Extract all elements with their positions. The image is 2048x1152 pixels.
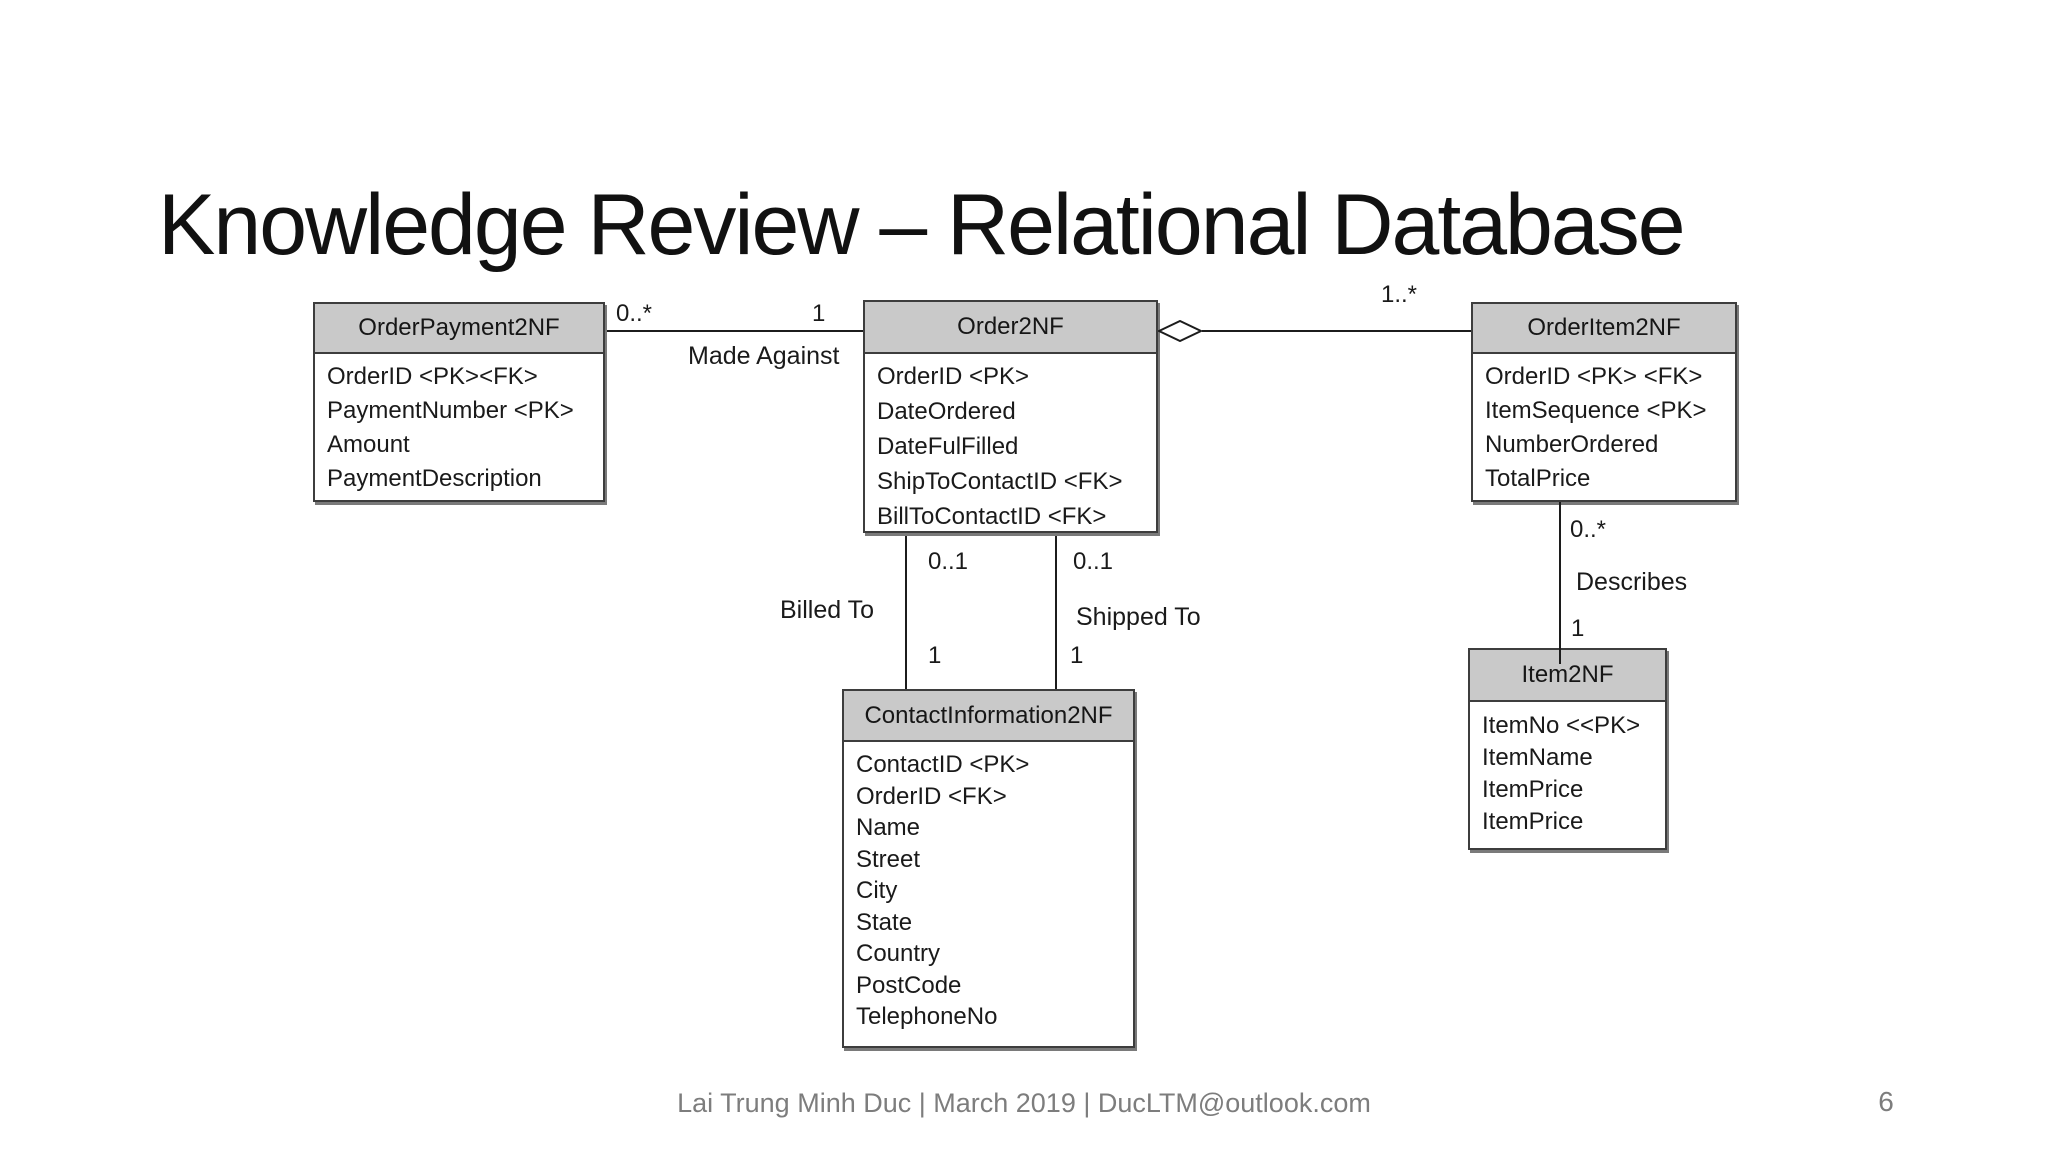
mult-shipped-zero-one: 0..1 [1073,548,1114,575]
attribute: TelephoneNo [856,1003,998,1030]
attribute: NumberOrdered [1485,431,1659,458]
attribute: ItemPrice [1482,808,1584,835]
attribute: Country [856,940,941,967]
rel-made-against: Made Against [688,342,840,370]
entity-title-item2nf: Item2NF [1470,650,1665,702]
entity-orderitem2nf: OrderItem2NF OrderID <PK> <FK> ItemSequenc… [1471,302,1737,502]
describes-line [1559,502,1561,664]
attribute: TotalPrice [1485,465,1591,492]
attribute: ItemName [1482,744,1593,771]
attribute: PaymentDescription [327,465,542,492]
mult-billed-one: 1 [928,642,942,669]
mult-shipped-one: 1 [1070,642,1084,669]
rel-shipped-to: Shipped To [1076,603,1201,631]
made-against-line [605,330,863,332]
billed-to-line [905,533,907,689]
mult-order-one: 1 [812,300,826,327]
shipped-to-line [1055,533,1057,689]
attribute: OrderID <PK> [877,363,1030,390]
mult-item-one: 1 [1571,615,1585,642]
attribute: PostCode [856,971,962,999]
attribute: ItemNo <<PK> [1482,712,1641,739]
page-number: 6 [1878,1086,1894,1117]
entity-contactinformation2nf: ContactInformation2NF ContactID <PK> Order… [842,689,1135,1048]
attribute: OrderID <FK> [856,782,1007,810]
entity-attributes-orderitem2nf: OrderID <PK> <FK> ItemSequence <PK> Number… [1473,354,1735,496]
attribute: OrderID <PK><FK> [327,363,538,390]
rel-describes: Describes [1576,568,1688,596]
entity-title-order2nf: Order2NF [865,302,1156,354]
rel-billed-to: Billed To [780,596,875,624]
attribute: ContactID <PK> [856,751,1030,778]
attribute: DateOrdered [877,398,1016,425]
attribute: BillToContactID <FK> [877,503,1107,530]
attribute: DateFulFilled [877,433,1019,460]
aggregation-diamond-icon [1156,319,1204,343]
attribute: ItemSequence <PK> [1485,397,1707,424]
mult-orderpayment-many: 0..* [616,300,653,327]
attribute: Amount [327,431,410,458]
order-orderitem-line [1202,330,1471,332]
attribute: City [856,877,898,904]
entity-title-orderitem2nf: OrderItem2NF [1473,304,1735,354]
footer-text: Lai Trung Minh Duc | March 2019 | DucLTM… [677,1088,1371,1118]
mult-billed-zero-one: 0..1 [928,548,969,575]
attribute: Street [856,845,921,873]
attribute: ShipToContactID <FK> [877,468,1123,495]
attribute: OrderID <PK> <FK> [1485,363,1703,390]
entity-title-orderpayment2nf: OrderPayment2NF [315,304,603,354]
mult-describes-many: 0..* [1570,516,1607,543]
entity-attributes-orderpayment2nf: OrderID <PK><FK> PaymentNumber <PK> Amount… [315,354,603,496]
attribute: ItemPrice [1482,776,1584,803]
entity-orderpayment2nf: OrderPayment2NF OrderID <PK><FK> PaymentNu… [313,302,605,502]
page-title: Knowledge Review – Relational Database [158,176,1686,273]
entity-title-contactinformation2nf: ContactInformation2NF [844,691,1133,742]
attribute: State [856,908,913,936]
attribute: PaymentNumber <PK> [327,397,574,424]
mult-orderitem-many: 1..* [1381,281,1418,308]
attribute: Name [856,814,921,841]
